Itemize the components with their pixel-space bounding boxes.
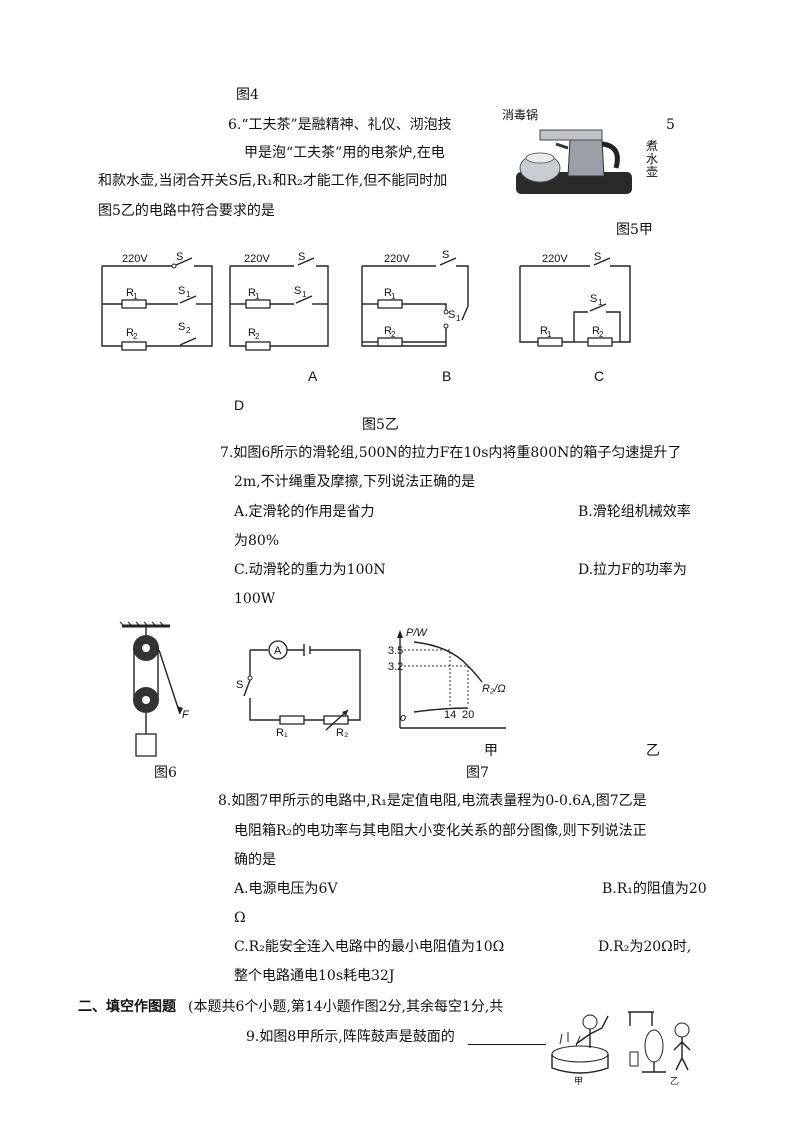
svg-text:2: 2: [186, 326, 191, 335]
photo-label-sterilizer: 消毒锅: [502, 106, 539, 124]
graph-y-axis-label: P/W: [406, 627, 428, 639]
svg-text:1: 1: [456, 314, 461, 323]
fig5a-caption: 图5甲: [616, 222, 653, 238]
force-label-f: F: [182, 709, 190, 721]
q7-stem-line2: 2m,不计绳重及摩擦,下列说法正确的是: [234, 474, 476, 490]
q6-stem-line4: 图5乙的电路中符合要求的是: [98, 203, 275, 219]
section2-note: (本题共6个小题,第14小题作图2分,其余每空1分,共: [188, 999, 504, 1015]
fig7-switch-label: S: [236, 679, 243, 691]
section2-heading: 二、填空作图题: [78, 999, 176, 1015]
tea-stove-photo: 消毒锅 煮水壶: [502, 106, 658, 210]
svg-text:R: R: [248, 327, 256, 339]
svg-text:S: S: [294, 285, 301, 297]
switch-s-label-a: S: [176, 251, 183, 263]
y-tick-3-2: 3.2: [388, 661, 403, 673]
ammeter-label: A: [274, 645, 282, 657]
q8-stem-line2: 电阻箱R₂的电功率与其电阻大小变化关系的部分图像,则下列说法正: [234, 823, 647, 839]
q8-option-b: B.R₁的阻值为20: [602, 881, 707, 897]
x-tick-14: 14: [444, 709, 456, 721]
graph-x-axis-label: R₂/Ω: [482, 683, 506, 695]
svg-text:R: R: [384, 287, 392, 299]
fig8-illustration: 甲 乙: [551, 1011, 691, 1086]
photo-label-kettle: 煮水壶: [646, 139, 659, 179]
svg-text:1: 1: [186, 290, 191, 299]
q8-option-d-cont: 整个电路通电10s耗电32J: [234, 968, 395, 984]
svg-text:1: 1: [598, 298, 603, 307]
fig7-yi-graph: P/W R₂/Ω 3.5 3.2 14 20 o: [388, 627, 506, 729]
svg-text:1: 1: [255, 292, 260, 301]
option-label-c: C: [594, 368, 605, 384]
fig7-jia-circuit: S A R₁ R₂: [236, 640, 361, 739]
svg-text:1: 1: [547, 330, 552, 339]
fig7-caption: 图7: [466, 765, 489, 781]
voltage-label-b: 220V: [244, 253, 270, 265]
svg-text:2: 2: [133, 332, 138, 341]
q9-answer-blank[interactable]: [468, 1044, 546, 1045]
q7-option-a: A.定滑轮的作用是省力: [234, 504, 375, 520]
svg-text:R: R: [384, 325, 392, 337]
q8-stem-line1: 8.如图7甲所示的电路中,R₁是定值电阻,电流表量程为0-0.6A,图7乙是: [218, 793, 647, 809]
svg-text:1: 1: [133, 292, 138, 301]
svg-text:1: 1: [391, 292, 396, 301]
voltage-label-a: 220V: [122, 253, 148, 265]
svg-text:2: 2: [391, 330, 396, 339]
fig7-yi-label: 乙: [646, 743, 660, 759]
svg-text:R: R: [126, 287, 134, 299]
q6-stem-line3: 和款水壶,当闭合开关S后,R₁和R₂才能工作,但不能同时加: [98, 173, 448, 189]
fig7-r1-label: R₁: [276, 727, 288, 739]
option-label-b: B: [442, 368, 452, 384]
option-label-d: D: [234, 397, 245, 413]
q7-stem-line1: 7.如图6所示的滑轮组,500N的拉力F在10s内将重800N的箱子匀速提升了: [220, 445, 682, 461]
voltage-label-d: 220V: [542, 253, 568, 265]
y-tick-3-5: 3.5: [388, 645, 403, 657]
svg-text:R: R: [540, 325, 548, 337]
svg-text:S: S: [298, 251, 305, 263]
svg-text:S: S: [594, 251, 601, 263]
tea-stove-illustration: [510, 110, 640, 210]
q8-option-a: A.电源电压为6V: [234, 881, 338, 897]
q7-option-b-cont: 为80%: [234, 533, 280, 549]
svg-text:R: R: [248, 287, 256, 299]
fig5b-caption: 图5乙: [362, 417, 399, 433]
svg-text:2: 2: [255, 332, 260, 341]
svg-text:R: R: [126, 327, 134, 339]
fig7-jia-label: 甲: [484, 743, 498, 759]
svg-text:2: 2: [599, 330, 604, 339]
q6-stem-line1: 6.“工夫茶”是融精神、礼仪、沏泡技: [228, 117, 452, 133]
svg-text:S: S: [178, 285, 185, 297]
fig7-r2-label: R₂: [336, 727, 348, 739]
q8-option-d: D.R₂为20Ω时,: [598, 939, 692, 955]
svg-text:1: 1: [302, 290, 307, 299]
q7-option-d: D.拉力F的功率为: [578, 562, 687, 578]
svg-text:S: S: [590, 293, 597, 305]
q7-option-d-cont: 100W: [234, 591, 276, 607]
voltage-label-c: 220V: [384, 253, 410, 265]
q8-option-c: C.R₂能安全连入电路中的最小电阻值为10Ω: [234, 939, 505, 955]
q7-option-c: C.动滑轮的重力为100N: [234, 562, 386, 578]
pulley-system-diagram: F: [119, 621, 190, 757]
option-label-a: A: [308, 368, 318, 384]
svg-text:S: S: [448, 309, 455, 321]
fig8-jia-label: 甲: [574, 1076, 583, 1086]
svg-text:S: S: [442, 249, 449, 261]
svg-text:S: S: [178, 321, 185, 333]
q6-stem-line1-right: 5: [666, 117, 675, 133]
q7-option-b: B.滑轮组机械效率: [578, 504, 691, 520]
power-curve: [413, 641, 483, 683]
q8-option-b-cont: Ω: [234, 910, 246, 926]
fig4-caption: 图4: [236, 87, 259, 103]
x-tick-20: 20: [462, 709, 474, 721]
graph-origin-label: o: [400, 712, 406, 724]
q8-stem-line3: 确的是: [234, 852, 276, 868]
q9-stem: 9.如图8甲所示,阵阵鼓声是鼓面的: [246, 1029, 455, 1045]
svg-text:R: R: [592, 325, 600, 337]
fig8-yi-label: 乙: [670, 1076, 679, 1086]
fig6-caption: 图6: [154, 765, 177, 781]
q6-stem-line2: 甲是泡“工夫茶”用的电茶炉,在电: [244, 145, 445, 161]
